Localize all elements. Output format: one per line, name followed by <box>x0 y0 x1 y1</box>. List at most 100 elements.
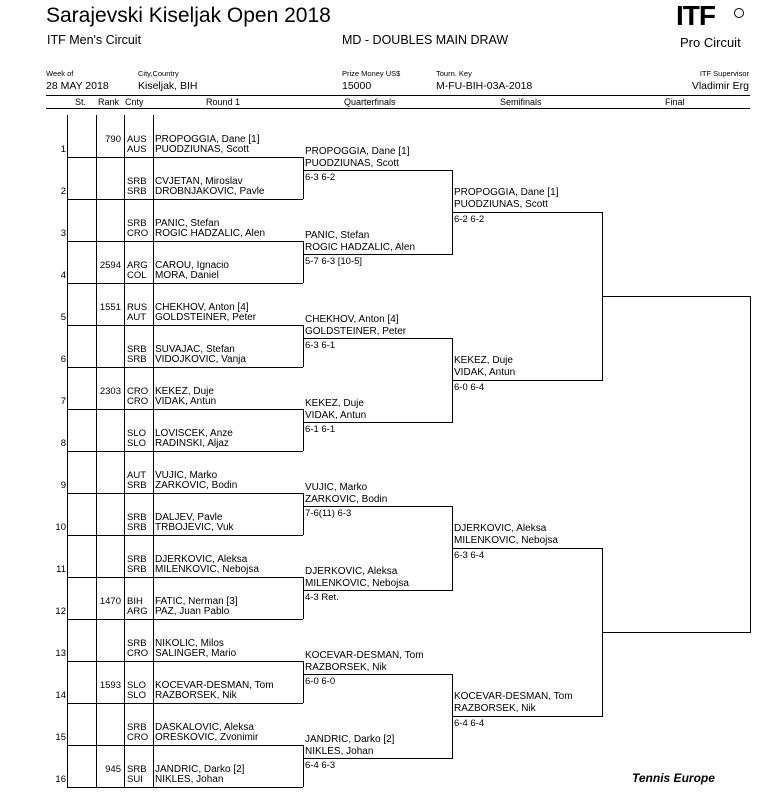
slot-rule <box>67 703 303 704</box>
slot-rule <box>67 199 303 200</box>
player-name: NIKOLIC, Milos <box>155 638 224 649</box>
player-name: CVJETAN, Miroslav <box>155 176 243 187</box>
player-name: ORESKOVIC, Zvonimir <box>155 732 259 743</box>
header-rule-top <box>46 95 750 96</box>
country-code: SRB <box>127 344 147 355</box>
country-code: BIH <box>127 596 143 607</box>
player-name: KEKEZ, Duje <box>155 386 214 397</box>
draw-line-number: 5 <box>60 312 66 323</box>
circuit-name: ITF Men's Circuit <box>47 33 142 47</box>
sf-winner-name: DJERKOVIC, Aleksa <box>454 523 547 534</box>
slot-rule <box>67 493 303 494</box>
slot-rule <box>67 577 303 578</box>
country-code: SRB <box>127 218 147 229</box>
final-rule <box>602 296 750 297</box>
seed-rank: 1593 <box>99 680 121 691</box>
sf-winner-name: MILENKOVIC, Nebojsa <box>454 535 558 546</box>
player-name: PAZ, Juan Pablo <box>155 606 230 617</box>
player-name: MORA, Daniel <box>155 270 219 281</box>
player-name: ZARKOVIC, Bodin <box>155 480 238 491</box>
draw-line-number: 2 <box>60 186 66 197</box>
slot-rule <box>67 661 303 662</box>
draw-line-number: 11 <box>56 564 66 575</box>
country-code: SRB <box>127 638 147 649</box>
qf-winner-name: GOLDSTEINER, Peter <box>305 326 407 337</box>
seed-rank: 945 <box>105 764 121 775</box>
week-value: 28 MAY 2018 <box>46 80 109 92</box>
country-code: SLO <box>127 680 147 691</box>
tourn-key-label: Tourn. Key <box>436 69 472 78</box>
slot-rule <box>67 325 303 326</box>
country-code: SRB <box>127 554 147 565</box>
country-code: SRB <box>127 480 147 491</box>
country-code: AUS <box>127 134 147 145</box>
header-rule-bottom <box>46 108 750 109</box>
player-name: LOVISCEK, Anze <box>155 428 233 439</box>
slot-rule <box>67 241 303 242</box>
player-name: FATIC, Nerman [3] <box>155 596 238 607</box>
country-code: SLO <box>127 428 147 439</box>
player-name: DASKALOVIC, Aleksa <box>155 722 254 733</box>
qf-winner-name: PANIC, Stefan <box>305 230 370 241</box>
col-final: Final <box>665 97 685 107</box>
supervisor-value: Vladimir Erg <box>691 80 749 92</box>
city-label: City,Country <box>138 69 179 78</box>
country-code: SUI <box>127 774 143 785</box>
draw-line-number: 3 <box>60 228 66 239</box>
player-name: RADINSKI, Aljaz <box>155 438 229 449</box>
sf-winner-name: PUODZIUNAS, Scott <box>454 199 548 210</box>
seed-rank: 790 <box>105 134 121 145</box>
round1-connector <box>303 409 304 451</box>
round1-connector <box>303 325 304 367</box>
draw-line-number: 7 <box>60 396 66 407</box>
sf-score: 6-4 6-4 <box>454 718 485 729</box>
round1-connector <box>303 157 304 199</box>
country-code: CRO <box>127 648 149 659</box>
country-code: ARG <box>127 260 148 271</box>
pro-circuit-logo-text: Pro Circuit <box>680 35 741 50</box>
prize-value: 15000 <box>342 80 372 92</box>
player-name: KOCEVAR-DESMAN, Tom <box>155 680 274 691</box>
seed-rank: 2303 <box>99 386 121 397</box>
player-name: RAZBORSEK, Nik <box>155 690 237 701</box>
qf-score: 6-1 6-1 <box>305 424 336 435</box>
itf-logo: ITF <box>676 0 716 31</box>
country-code: AUT <box>127 312 146 323</box>
player-name: DJERKOVIC, Aleksa <box>155 554 248 565</box>
player-name: DROBNJAKOVIC, Pavle <box>155 186 265 197</box>
qf-score: 6-3 6-2 <box>305 172 336 183</box>
tourn-key-value: M-FU-BIH-03A-2018 <box>436 80 533 92</box>
qf-rule <box>303 590 452 591</box>
country-code: RUS <box>127 302 148 313</box>
col-cnty: Cnty <box>125 97 144 107</box>
draw-line-number: 9 <box>60 480 66 491</box>
sf-winner-name: RAZBORSEK, Nik <box>454 703 536 714</box>
col-st: St. <box>75 97 87 107</box>
player-name: PROPOGGIA, Dane [1] <box>155 134 260 145</box>
col-round1: Round 1 <box>206 97 241 107</box>
country-code: SRB <box>127 522 147 533</box>
qf-winner-name: DJERKOVIC, Aleksa <box>305 566 398 577</box>
player-name: ROGIC HADZALIC, Alen <box>155 228 266 239</box>
draw-line-number: 14 <box>55 690 66 701</box>
country-code: SLO <box>127 690 147 701</box>
country-code: CRO <box>127 228 149 239</box>
slot-rule <box>67 451 303 452</box>
player-name: VIDOJKOVIC, Vanja <box>155 354 246 365</box>
slot-rule <box>67 535 303 536</box>
player-name: JANDRIC, Darko [2] <box>155 764 245 775</box>
player-name: NIKLES, Johan <box>155 774 224 785</box>
seed-rank: 1470 <box>99 596 121 607</box>
draw-line-number: 12 <box>55 606 66 617</box>
qf-rule <box>303 170 452 171</box>
round1-connector <box>303 241 304 283</box>
player-name: VUJIC, Marko <box>155 470 218 481</box>
qf-winner-name: CHEKHOV, Anton [4] <box>305 314 399 325</box>
tennis-ball-icon <box>734 8 744 18</box>
player-name: PANIC, Stefan <box>155 218 220 229</box>
qf-score: 4-3 Ret. <box>305 592 339 603</box>
slot-rule <box>67 283 303 284</box>
draw-line-number: 15 <box>55 732 66 743</box>
round1-connector <box>303 577 304 619</box>
draw-name: MD - DOUBLES MAIN DRAW <box>342 33 509 47</box>
